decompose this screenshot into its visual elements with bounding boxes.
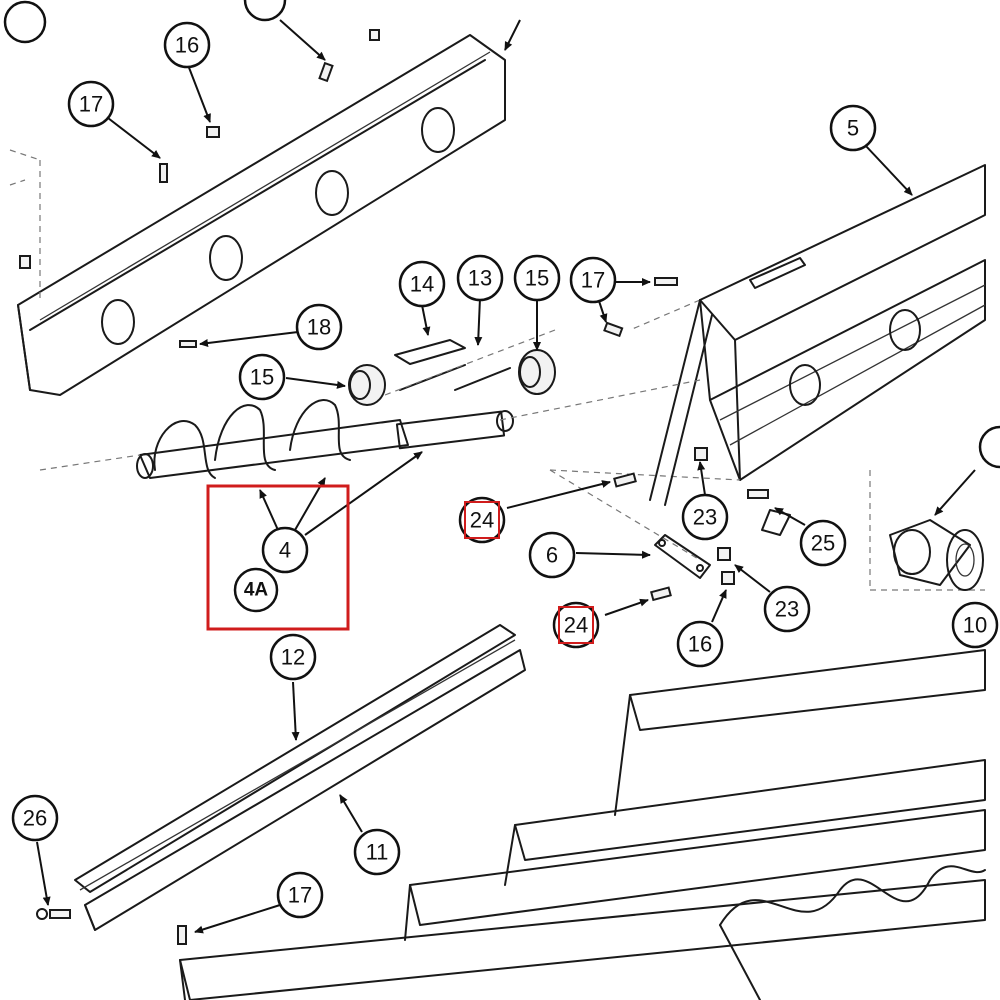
dash-shaft: [384, 329, 556, 396]
svg-text:12: 12: [281, 645, 305, 670]
callout-partial-top-left: [3, 0, 47, 44]
leader-lines: [36, 64, 976, 934]
callout-17-bottom: 17: [276, 871, 324, 919]
svg-text:23: 23: [693, 505, 717, 530]
callout-15-left: 15: [238, 353, 286, 401]
svg-text:14: 14: [410, 272, 434, 297]
svg-text:17: 17: [79, 92, 103, 117]
svg-text:4A: 4A: [244, 580, 269, 601]
callout-14: 14: [398, 260, 446, 308]
svg-text:24: 24: [564, 613, 588, 638]
wing-nut: [36, 908, 71, 920]
callout-6: 6: [528, 531, 576, 579]
callout-18: 18: [295, 303, 343, 351]
leader-top-panel: [504, 19, 521, 51]
lower-hopper-panels: [179, 649, 986, 1000]
svg-text:23: 23: [775, 597, 799, 622]
bushing-right: [518, 349, 556, 395]
svg-text:10: 10: [963, 613, 987, 638]
callout-12: 12: [269, 633, 317, 681]
svg-text:11: 11: [366, 840, 389, 865]
svg-text:17: 17: [288, 883, 312, 908]
dash-auger-axis: [499, 379, 701, 421]
callout-15-right: 15: [513, 254, 561, 302]
fasteners-middle: [603, 277, 791, 602]
bushing-left: [348, 364, 386, 406]
callout-23-upper: 23: [681, 493, 729, 541]
dash-auger-left: [39, 454, 141, 471]
callout-24-upper: 24: [458, 496, 506, 544]
svg-text:25: 25: [811, 531, 835, 556]
svg-text:16: 16: [688, 632, 712, 657]
svg-text:24: 24: [470, 508, 494, 533]
svg-text:15: 15: [250, 365, 274, 390]
callout-25: 25: [799, 519, 847, 567]
svg-text:16: 16: [175, 33, 199, 58]
callout-partial-top-center: [243, 0, 287, 22]
callout-16-top: 16: [163, 21, 211, 69]
shaft-pin: [399, 364, 511, 391]
callout-13: 13: [456, 254, 504, 302]
link-plate: [654, 534, 711, 579]
callout-partial-right: [978, 425, 1000, 469]
screw-bottom: [177, 925, 187, 945]
right-channel-assembly: [549, 164, 986, 591]
svg-text:6: 6: [546, 543, 558, 568]
callout-4a: 4A: [233, 567, 279, 613]
callout-17-middle: 17: [569, 256, 617, 304]
callout-4: 4: [261, 526, 309, 574]
callout-17-top: 17: [67, 80, 115, 128]
long-rail: [74, 624, 526, 931]
svg-text:13: 13: [468, 266, 492, 291]
callout-10: 10: [951, 601, 999, 649]
key-plate: [394, 339, 466, 365]
svg-text:15: 15: [525, 266, 549, 291]
callout-23-lower: 23: [763, 585, 811, 633]
bearing-flange: [889, 519, 984, 591]
svg-text:4: 4: [279, 538, 291, 563]
callout-24-lower: 24: [552, 601, 600, 649]
svg-text:26: 26: [23, 806, 47, 831]
auger-shaft: [136, 399, 514, 479]
fastener-screws-top: [19, 19, 380, 348]
svg-text:5: 5: [847, 116, 859, 141]
upper-housing-panel: [9, 34, 506, 396]
highlight-box-4: [206, 484, 350, 631]
callout-16-lower: 16: [676, 620, 724, 668]
callout-26: 26: [11, 794, 59, 842]
svg-text:18: 18: [307, 315, 331, 340]
svg-text:17: 17: [581, 268, 605, 293]
callout-11: 11: [353, 828, 401, 876]
callout-5: 5: [829, 104, 877, 152]
